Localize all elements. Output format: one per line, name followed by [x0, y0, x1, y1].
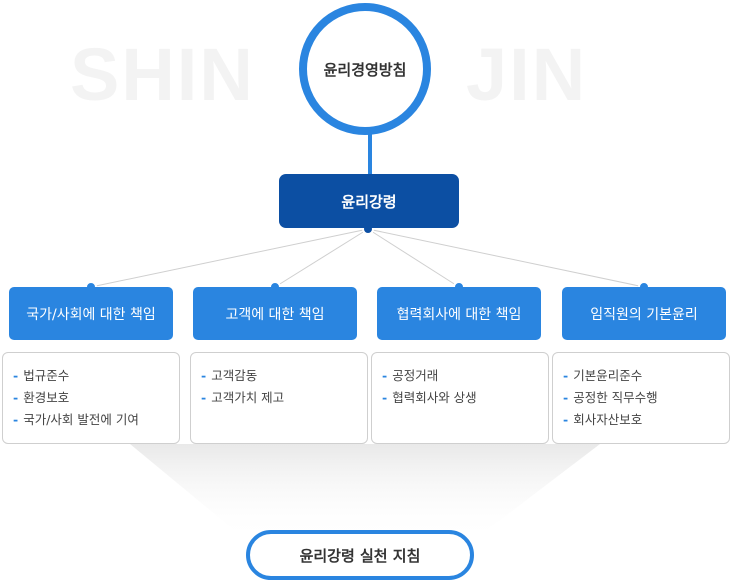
category-employee: 임직원의 기본윤리: [562, 287, 726, 340]
list-item: -공정거래: [382, 368, 439, 383]
list-item: -국가/사회 발전에 기여: [13, 412, 139, 427]
items-box-society: -법규준수 -환경보호 -국가/사회 발전에 기여: [2, 352, 180, 444]
ethics-charter-box: 윤리강령: [279, 174, 459, 228]
practice-guideline-pill: 윤리강령 실천 지침: [246, 530, 474, 580]
practice-guideline-label: 윤리강령 실천 지침: [299, 546, 421, 565]
list-item: -환경보호: [13, 390, 70, 405]
list-item: -법규준수: [13, 368, 70, 383]
items-box-customer: -고객감동 -고객가치 제고: [190, 352, 368, 444]
connector-line-3: [367, 228, 460, 288]
category-customer: 고객에 대한 책임: [193, 287, 357, 340]
list-item: -기본윤리준수: [563, 368, 643, 383]
category-society: 국가/사회에 대한 책임: [9, 287, 173, 340]
ethics-policy-circle: 윤리경영방침: [299, 3, 431, 135]
connector-line-4: [367, 228, 645, 288]
ethics-policy-label: 윤리경영방침: [323, 60, 407, 79]
connector-line-1: [90, 228, 369, 288]
connector-line-2: [274, 228, 369, 288]
list-item: -협력회사와 상생: [382, 390, 477, 405]
list-item: -회사자산보호: [563, 412, 643, 427]
items-box-partner: -공정거래 -협력회사와 상생: [371, 352, 549, 444]
list-item: -공정한 직무수행: [563, 390, 658, 405]
list-item: -고객가치 제고: [201, 390, 285, 405]
items-box-employee: -기본윤리준수 -공정한 직무수행 -회사자산보호: [552, 352, 730, 444]
list-item: -고객감동: [201, 368, 258, 383]
watermark-jin: JIN: [466, 33, 588, 116]
funnel-shadow: [130, 444, 600, 540]
policy-connector: [368, 134, 372, 174]
watermark-shin: SHIN: [70, 33, 255, 116]
category-partner: 협력회사에 대한 책임: [377, 287, 541, 340]
